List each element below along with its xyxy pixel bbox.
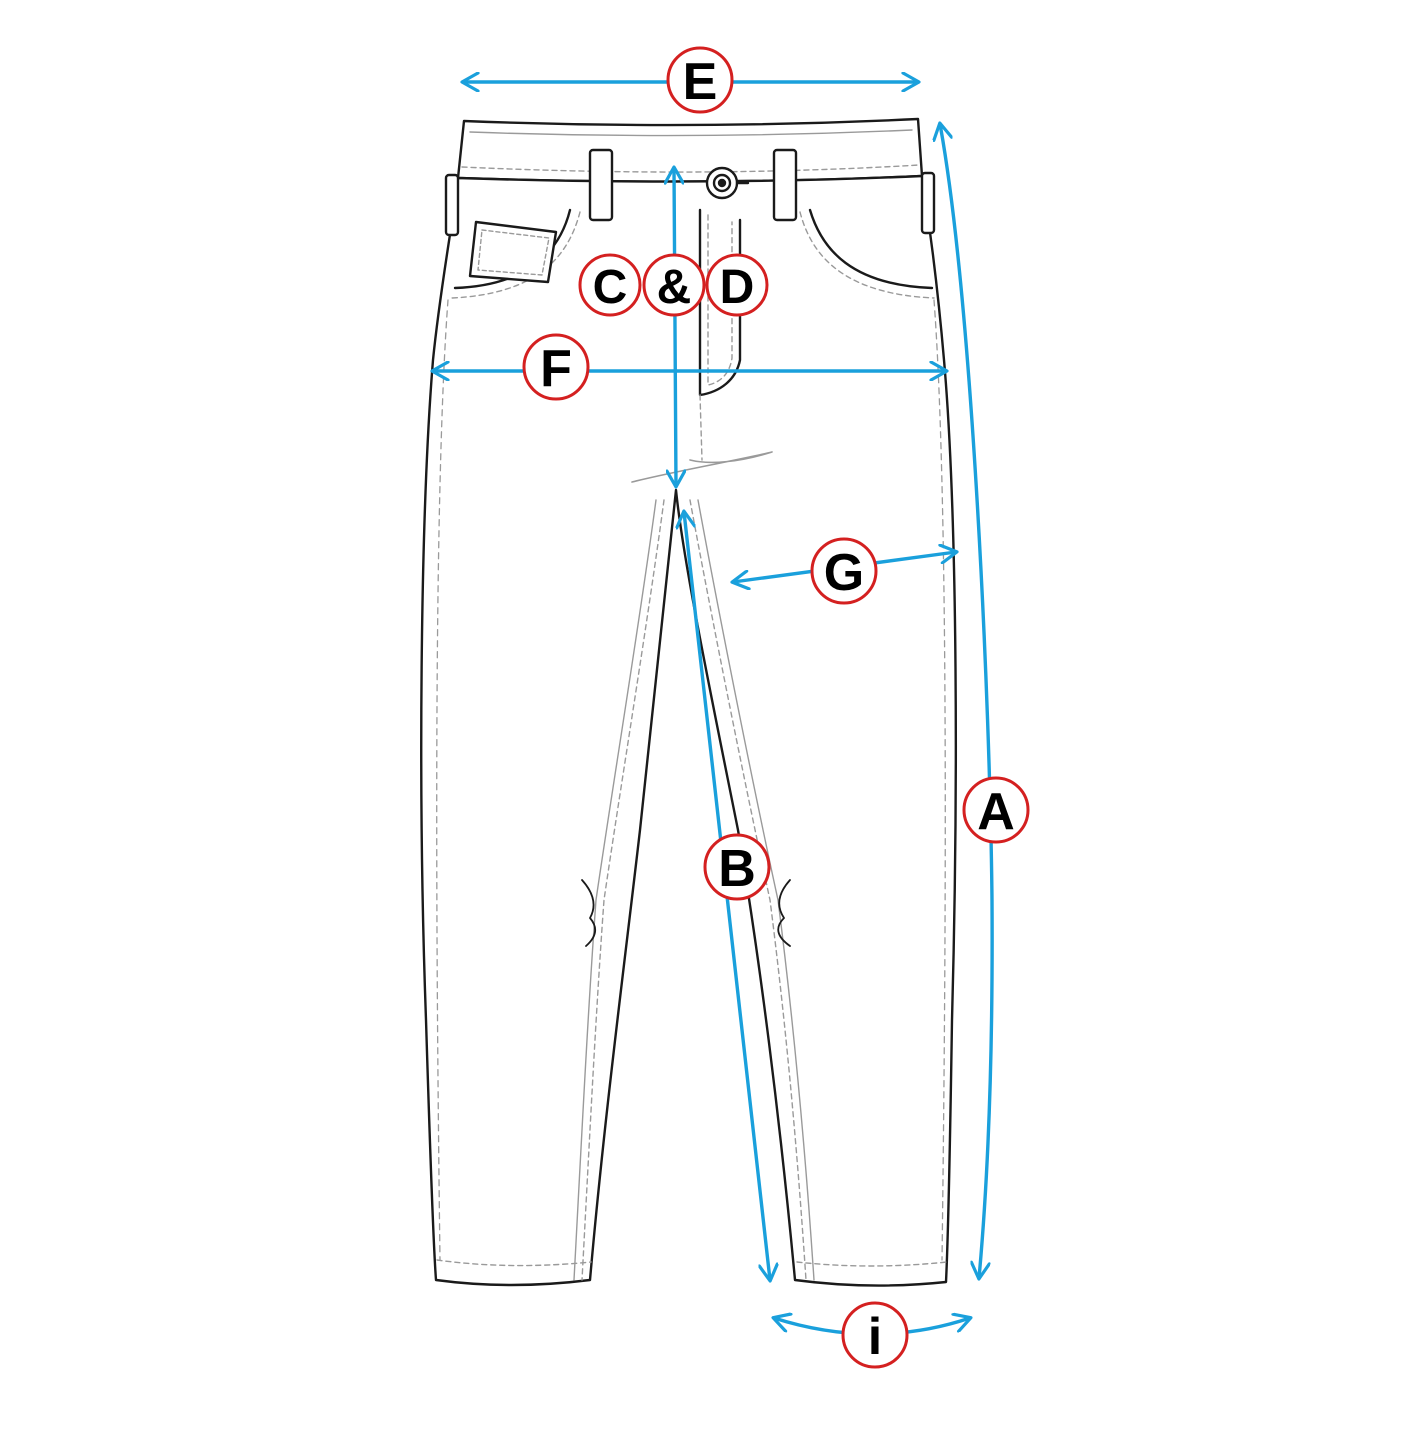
waistband-stitch (461, 164, 920, 173)
hem-left (436, 1259, 592, 1267)
pocket-right-opening (808, 208, 934, 290)
label-a: A (977, 783, 1015, 841)
belt-loop-side-right (920, 171, 936, 235)
label-amp-badge: & (642, 253, 706, 317)
label-e-badge: E (666, 46, 734, 114)
inseam-left-stitch-2 (573, 499, 657, 1281)
label-g-badge: G (810, 537, 878, 605)
jeans-button-icon (705, 166, 750, 200)
label-c-badge: C (578, 253, 642, 317)
coin-pocket (468, 220, 558, 284)
pocket-left-stitch (451, 211, 581, 299)
label-amp: & (657, 261, 692, 314)
label-e: E (683, 53, 718, 111)
label-d-badge: D (705, 253, 769, 317)
jeans-body-outline (420, 174, 958, 1287)
label-d: D (720, 261, 755, 314)
jeans-illustration (420, 117, 958, 1287)
label-f-badge: F (522, 333, 590, 401)
belt-loop-left (588, 148, 614, 222)
label-i-badge: i (841, 1301, 909, 1369)
belt-loop-side-left (444, 173, 460, 237)
label-f: F (540, 340, 572, 398)
label-i: i (868, 1308, 882, 1366)
label-b: B (718, 840, 756, 898)
label-b-badge: B (703, 833, 771, 901)
side-seam-left (436, 299, 449, 1261)
inseam-left-stitch (581, 499, 665, 1281)
arrow-cd-rise (674, 168, 676, 486)
knee-wrinkle-left (581, 879, 596, 947)
label-a-badge: A (962, 776, 1030, 844)
label-g: G (824, 544, 864, 602)
belt-loop-right (772, 148, 798, 222)
label-c: C (593, 261, 628, 314)
knee-wrinkle-right (777, 879, 791, 947)
coin-pocket-stitch (477, 229, 550, 276)
waistband-inner-fold (469, 129, 913, 137)
crotch-seam (699, 394, 703, 461)
pocket-right-stitch (799, 211, 935, 299)
hem-right (796, 1261, 948, 1267)
